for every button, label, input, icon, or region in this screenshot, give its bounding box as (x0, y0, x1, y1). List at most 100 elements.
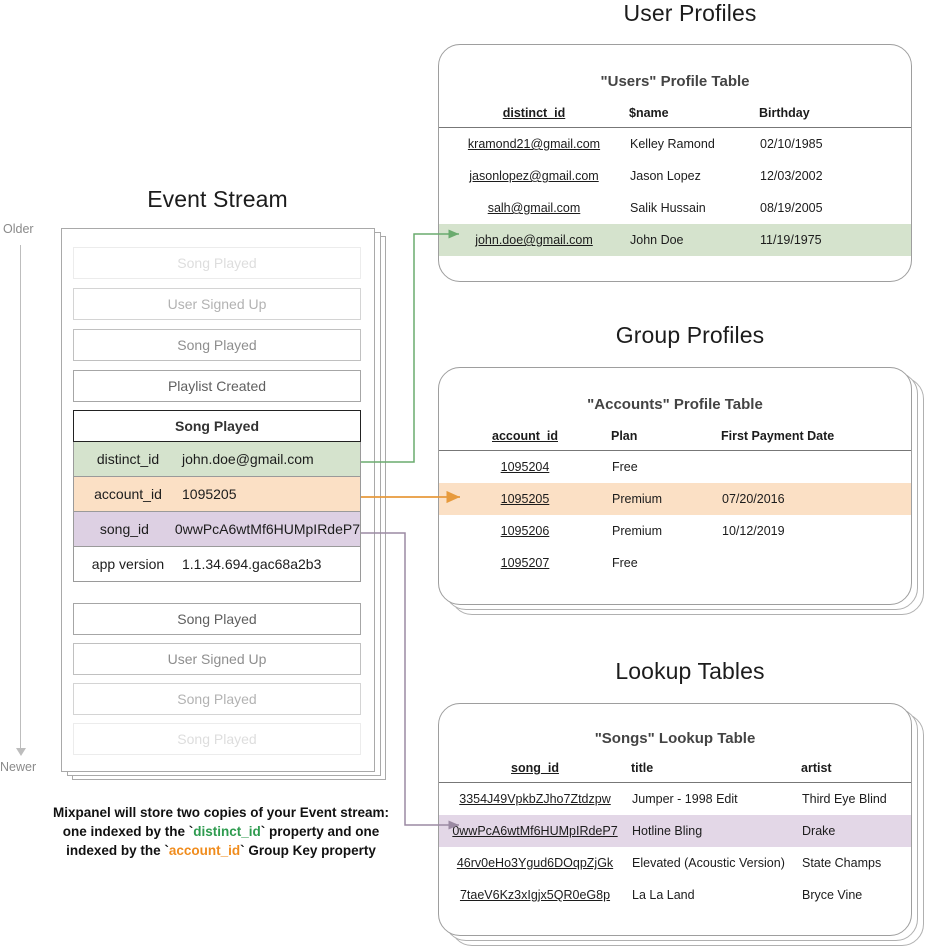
event-row[interactable]: Song Played (73, 723, 361, 755)
accounts-table-header-row: account_id Plan First Payment Date (439, 429, 911, 451)
table-row-highlighted[interactable]: john.doe@gmail.com John Doe 11/19/1975 (439, 224, 911, 256)
songs-cell-artist: State Champs (802, 856, 882, 870)
users-cell-birthday: 08/19/2005 (760, 201, 823, 215)
event-property-key: distinct_id (96, 451, 160, 467)
event-row-label: Song Played (177, 611, 257, 627)
group-profiles-card: "Accounts" Profile Table account_id Plan… (438, 367, 912, 605)
group-profiles-title: Group Profiles (615, 322, 765, 348)
accounts-cell-plan: Premium (612, 524, 663, 538)
timeline-down-arrow-icon (15, 748, 26, 756)
caption-distinct-id-code: distinct_id (193, 824, 261, 840)
accounts-cell-account-id: 1095206 (500, 524, 550, 538)
accounts-cell-plan: Free (612, 556, 638, 570)
caption-line-1: Mixpanel will store two copies of your E… (52, 805, 390, 820)
accounts-cell-plan: Free (612, 460, 638, 474)
users-cell-name: Salik Hussain (630, 201, 706, 215)
event-property-song-id: song_id 0wwPcA6wtMf6HUMpIRdeP7 (73, 512, 361, 547)
table-row-highlighted[interactable]: 1095205 Premium 07/20/2016 (439, 483, 911, 515)
caption-line-3-pre: indexed by the ` (66, 843, 169, 859)
selected-event-name: Song Played (73, 410, 361, 442)
caption-line-2-pre: one indexed by the ` (62, 824, 194, 840)
users-cell-birthday: 11/19/1975 (759, 224, 911, 256)
table-row[interactable]: 1095204 Free (439, 451, 911, 484)
event-row-label: User Signed Up (167, 651, 267, 667)
accounts-col-plan: Plan (611, 429, 638, 443)
event-property-value: john.doe@gmail.com (182, 451, 314, 467)
accounts-table-title: "Accounts" Profile Table (587, 396, 763, 413)
caption-account-id-code: account_id (168, 843, 241, 859)
accounts-table: account_id Plan First Payment Date 10952… (439, 429, 911, 579)
songs-cell-song-id: 0wwPcA6wtMf6HUMpIRdeP7 (439, 815, 631, 847)
users-cell-name: Jason Lopez (630, 169, 701, 183)
accounts-cell-account-id: 1095204 (500, 460, 550, 474)
accounts-cell-first-payment-date: 10/12/2019 (722, 524, 785, 538)
songs-cell-title: Jumper - 1998 Edit (632, 792, 738, 806)
users-cell-birthday: 02/10/1985 (760, 137, 823, 151)
user-profiles-title: User Profiles (623, 0, 757, 26)
event-stream-title: Event Stream (147, 186, 288, 212)
songs-cell-song-id: 3354J49VpkbZJho7Ztdzpw (459, 792, 611, 806)
event-property-account-id: account_id 1095205 (73, 477, 361, 512)
table-row[interactable]: jasonlopez@gmail.com Jason Lopez 12/03/2… (439, 160, 911, 192)
event-row-label: User Signed Up (167, 296, 267, 312)
user-profiles-card: "Users" Profile Table distinct_id $name … (438, 44, 912, 282)
event-row[interactable]: Playlist Created (73, 370, 361, 402)
event-row-label: Song Played (177, 337, 257, 353)
table-row[interactable]: 7taeV6Kz3xIgjx5QR0eG8p La La Land Bryce … (439, 879, 911, 911)
accounts-cell-account-id: 1095207 (500, 556, 550, 570)
caption-line-3-post: ` Group Key property (240, 843, 376, 859)
table-row[interactable]: 46rv0eHo3Ygud6DOqpZjGk Elevated (Acousti… (439, 847, 911, 879)
table-row-highlighted[interactable]: 0wwPcA6wtMf6HUMpIRdeP7 Hotline Bling Dra… (439, 815, 911, 847)
event-row[interactable]: User Signed Up (73, 288, 361, 320)
users-col-birthday: Birthday (759, 106, 810, 120)
event-row-label: Song Played (177, 691, 257, 707)
users-table-header-row: distinct_id $name Birthday (439, 106, 911, 128)
caption-line-2-post: ` property and one (260, 824, 380, 840)
lookup-tables-card: "Songs" Lookup Table song_id title artis… (438, 703, 912, 936)
songs-cell-title: La La Land (632, 888, 695, 902)
event-row[interactable]: Song Played (73, 603, 361, 635)
event-row[interactable]: Song Played (73, 247, 361, 279)
accounts-cell-first-payment-date (721, 451, 911, 484)
timeline-older-label: Older (3, 222, 34, 236)
accounts-col-first-payment-date: First Payment Date (721, 429, 835, 443)
event-row[interactable]: Song Played (73, 683, 361, 715)
users-cell-name: Kelley Ramond (630, 137, 715, 151)
event-row-label: Playlist Created (167, 378, 267, 394)
accounts-col-account-id: account_id (492, 429, 558, 443)
event-row-label: Song Played (177, 731, 257, 747)
users-table: distinct_id $name Birthday kramond21@gma… (439, 106, 911, 256)
songs-col-song-id: song_id (511, 761, 559, 775)
songs-col-title: title (631, 761, 654, 775)
event-row[interactable]: Song Played (73, 329, 361, 361)
event-property-key: app version (91, 556, 165, 572)
songs-col-artist: artist (801, 761, 832, 775)
users-cell-distinct-id: john.doe@gmail.com (439, 224, 629, 256)
users-cell-name: John Doe (629, 224, 759, 256)
songs-table: song_id title artist 3354J49VpkbZJho7Ztd… (439, 761, 911, 911)
users-table-title: "Users" Profile Table (600, 73, 750, 90)
caption-line-2: one indexed by the `distinct_id` propert… (30, 822, 412, 841)
timeline-newer-label: Newer (0, 760, 37, 774)
table-row[interactable]: 3354J49VpkbZJho7Ztdzpw Jumper - 1998 Edi… (439, 783, 911, 816)
table-row[interactable]: 1095207 Free (439, 547, 911, 579)
accounts-cell-account-id: 1095205 (439, 483, 611, 515)
event-row[interactable]: User Signed Up (73, 643, 361, 675)
table-row[interactable]: 1095206 Premium 10/12/2019 (439, 515, 911, 547)
table-row[interactable]: kramond21@gmail.com Kelley Ramond 02/10/… (439, 128, 911, 161)
accounts-cell-first-payment-date (721, 547, 911, 579)
users-col-name: $name (629, 106, 669, 120)
timeline-line (20, 245, 21, 750)
table-row[interactable]: salh@gmail.com Salik Hussain 08/19/2005 (439, 192, 911, 224)
selected-event-card[interactable]: Song Played distinct_id john.doe@gmail.c… (73, 410, 361, 582)
songs-cell-artist: Drake (801, 815, 911, 847)
users-cell-birthday: 12/03/2002 (760, 169, 823, 183)
lookup-tables-title: Lookup Tables (615, 658, 765, 684)
songs-cell-song-id: 46rv0eHo3Ygud6DOqpZjGk (456, 856, 614, 870)
event-property-value: 1.1.34.694.gac68a2b3 (182, 556, 322, 572)
event-property-value: 0wwPcA6wtMf6HUMpIRdeP7 (174, 521, 360, 537)
songs-cell-song-id: 7taeV6Kz3xIgjx5QR0eG8p (459, 888, 611, 902)
songs-cell-artist: Third Eye Blind (802, 792, 887, 806)
event-property-key: song_id (99, 521, 149, 537)
songs-cell-title: Elevated (Acoustic Version) (632, 856, 785, 870)
